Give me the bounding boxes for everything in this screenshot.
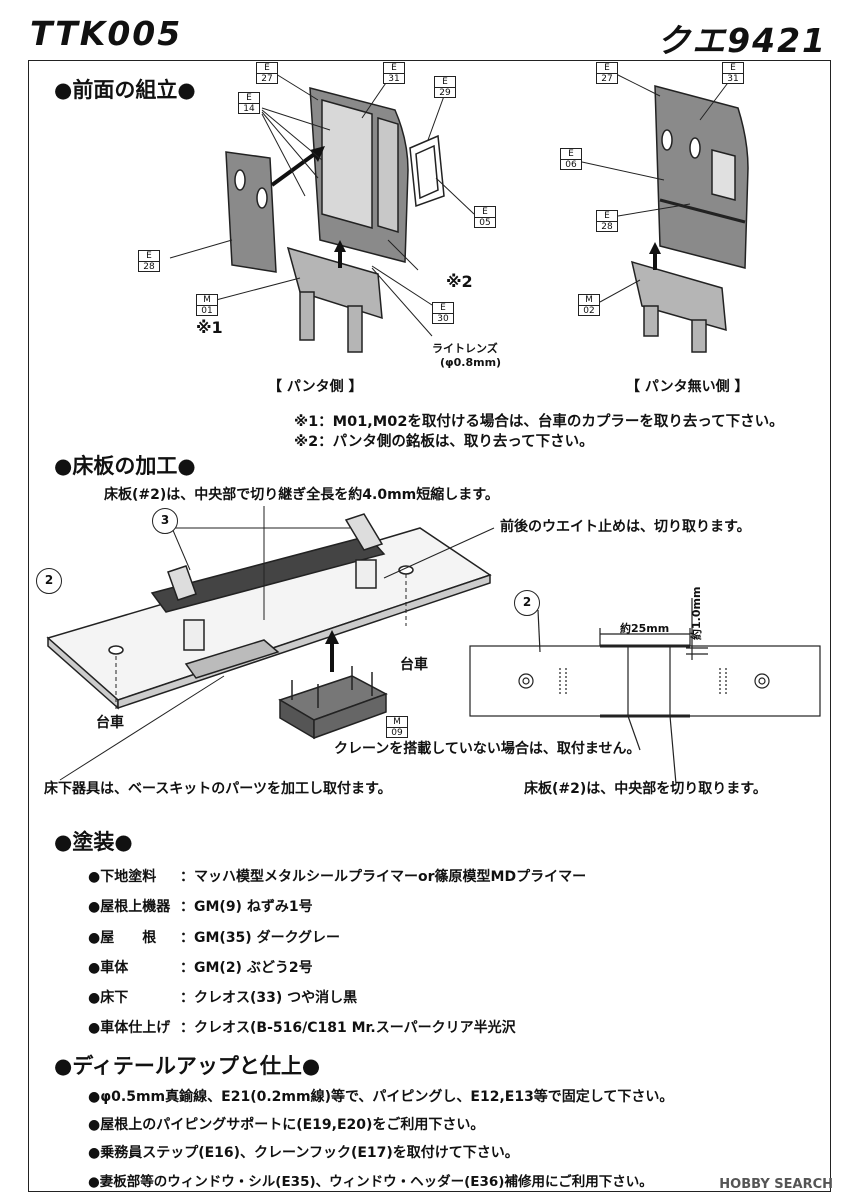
detail-row-window: ●妻板部等のウィンドウ・シル(E35)、ウィンドウ・ヘッダー(E36)補修用にご… [88, 1174, 653, 1190]
model-name: クエ9421 [657, 21, 827, 60]
light-lens-size: (φ0.8mm) [440, 356, 502, 369]
caption-panta-side: 【 パンタ側 】 [268, 379, 363, 395]
floor-plan-view [469, 598, 821, 785]
paint-row-body: ●車体：GM(2) ぶどう2号 [88, 960, 313, 976]
paint-row-underfloor: ●床下：クレオス(33) つや消し黒 [88, 990, 358, 1006]
paint-row-roof-equip: ●屋根上機器：GM(9) ねずみ1号 [88, 899, 313, 915]
note-1: ※1：M01,M02を取付ける場合は、台車のカプラーを取り去って下さい。 [294, 414, 784, 430]
light-lens-label: ライトレンズ [432, 342, 498, 355]
mark-1: ※1 [196, 318, 223, 337]
leader-lines-left [169, 73, 475, 337]
dim-length: 約25mm [620, 622, 670, 635]
part-number-2: 2 [36, 568, 62, 594]
paint-row-finish: ●車体仕上げ：クレオス(B-516/C181 Mr.スーパークリア半光沢 [88, 1020, 516, 1036]
underframe-m01 [286, 246, 383, 353]
side-panel-left [225, 151, 277, 273]
note-2: ※2：パンタ側の銘板は、取り去って下さい。 [294, 434, 594, 450]
floor-shorten-note: 床板(#2)は、中央部で切り継ぎ全長を約4.0mm短縮します。 [104, 487, 499, 503]
front-panel-right [654, 85, 749, 269]
window-frame-e29 [409, 134, 445, 208]
front-assembly-title: ●前面の組立● [54, 78, 196, 102]
detail-row-support: ●屋根上のパイピングサポートに(E19,E20)をご利用下さい。 [88, 1117, 485, 1133]
bogie-label-right: 台車 [400, 657, 428, 673]
front-panel-left [309, 87, 409, 263]
bogie-label-left: 台車 [96, 715, 124, 731]
floor-plate-3d [46, 513, 492, 710]
paint-row-primer: ●下地塗料：マッハ模型メタルシールプライマーor篠原模型MDプライマー [88, 869, 587, 885]
part-number-3: 3 [152, 508, 178, 534]
mark-2: ※2 [446, 272, 473, 291]
caption-no-panta-side: 【 パンタ無い側 】 [626, 379, 749, 395]
dim-width: 約1.0mm [690, 586, 703, 640]
weight-stop-note: 前後のウエイト止めは、切り取ります。 [500, 519, 751, 535]
page-frame [28, 60, 831, 1192]
detail-row-piping: ●φ0.5mm真鍮線、E21(0.2mm線)等で、パイピングし、E12,E13等… [88, 1089, 674, 1105]
part-number-2-plan: 2 [514, 590, 540, 616]
floor-cut-note: 床板(#2)は、中央部を切り取ります。 [524, 781, 767, 797]
detail-row-step: ●乗務員ステップ(E16)、クレーンフック(E17)を取付けて下さい。 [88, 1145, 519, 1161]
paint-row-roof: ●屋 根：GM(35) ダークグレー [88, 930, 341, 946]
underframe-m02 [630, 260, 727, 353]
product-code: TTK005 [30, 14, 183, 53]
watermark: HOBBY SEARCH [719, 1177, 833, 1192]
detail-title: ●ディテールアップと仕上● [54, 1054, 321, 1078]
crane-note: クレーンを搭載していない場合は、取付ません。 [334, 741, 641, 757]
underfloor-note: 床下器具は、ベースキットのパーツを加工し取付ます。 [44, 781, 392, 797]
leader-lines-right [581, 73, 731, 303]
crane-part-m09 [278, 666, 388, 740]
floor-title: ●床板の加工● [54, 454, 196, 478]
floor-leaders [59, 506, 495, 781]
painting-title: ●塗装● [54, 830, 133, 854]
